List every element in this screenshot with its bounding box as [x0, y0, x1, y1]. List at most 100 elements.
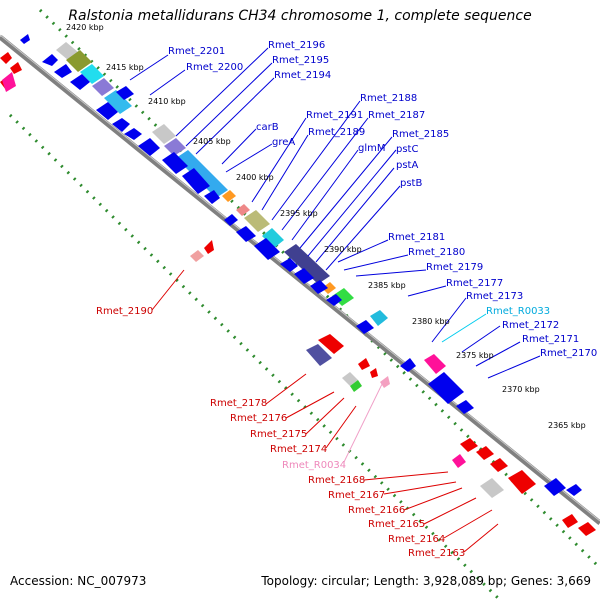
- gene-arrow: [162, 152, 188, 174]
- leader-line: [315, 167, 395, 263]
- gene-label: Rmet_2179: [426, 262, 483, 273]
- leader-line: [325, 405, 357, 449]
- gene-arrow: [112, 118, 130, 132]
- accession-text: Accession: NC_007973: [10, 574, 147, 588]
- gene-arrow: [578, 522, 596, 536]
- leader-line: [431, 297, 467, 343]
- band-khaki: [244, 210, 270, 232]
- gene-arrow: [96, 102, 118, 120]
- gene-arrow: [42, 54, 58, 66]
- gene-label: Rmet_2166: [348, 505, 405, 516]
- rna-leader-line: [343, 379, 385, 463]
- leader-line: [261, 134, 309, 211]
- leader-line: [475, 341, 521, 367]
- leader-line: [403, 487, 463, 511]
- gene-label: greA: [272, 137, 295, 148]
- leader-line: [175, 47, 269, 137]
- gene-arrow: [318, 334, 344, 354]
- forward-strand-genes: [20, 34, 582, 496]
- gene-label: Rmet_2176: [230, 413, 287, 424]
- gene-label: Rmet_2165: [368, 519, 425, 530]
- leader-line: [291, 149, 359, 241]
- gene-label: Rmet_2171: [522, 334, 579, 345]
- band-cyan: [80, 64, 104, 84]
- kbp-tick: 2405 kbp: [193, 137, 231, 146]
- kbp-tick: 2370 kbp: [502, 385, 540, 394]
- band-purple2: [164, 138, 186, 156]
- gene-label: pstA: [396, 160, 418, 171]
- kbp-tick: 2395 kbp: [280, 209, 318, 218]
- band-purple: [92, 78, 114, 96]
- band-green2: [350, 380, 362, 392]
- gene-label: pstB: [400, 178, 422, 189]
- gene-label: Rmet_2180: [408, 247, 465, 258]
- gene-arrow: [562, 514, 578, 528]
- gene-label: Rmet_2200: [186, 62, 243, 73]
- band-gray4: [480, 478, 504, 498]
- gene-arrow: [310, 280, 328, 294]
- gene-arrow: [236, 226, 256, 242]
- band-orange: [222, 190, 236, 202]
- leader-line: [281, 117, 369, 231]
- leader-line: [355, 269, 427, 277]
- outer-dotted-ring: [38, 8, 600, 570]
- leader-line: [225, 143, 273, 173]
- kbp-tick: 2400 kbp: [236, 173, 274, 182]
- leader-line: [461, 325, 501, 353]
- gene-arrow: [182, 168, 210, 194]
- forward-leader-lines: [129, 47, 541, 379]
- leader-line: [185, 62, 273, 147]
- leader-line: [443, 509, 493, 539]
- leader-line: [265, 373, 307, 405]
- gene-arrow: [54, 64, 72, 78]
- gene-arrow: [326, 294, 342, 306]
- gene-arrow: [280, 258, 298, 272]
- gene-label: Rmet_2168: [308, 475, 365, 486]
- gene-arrow: [124, 128, 142, 140]
- leader-line: [407, 285, 447, 297]
- leader-line: [383, 481, 457, 495]
- gene-label: Rmet_2174: [270, 444, 327, 455]
- gene-label: Rmet_2163: [408, 548, 465, 559]
- leader-line: [129, 54, 169, 81]
- kbp-tick: 2385 kbp: [368, 281, 406, 290]
- gene-label: Rmet_2172: [502, 320, 559, 331]
- band-purple3: [306, 344, 332, 366]
- gene-arrow: [544, 478, 566, 496]
- gene-arrow: [400, 358, 416, 372]
- leader-line: [221, 128, 257, 165]
- gene-arrow: [70, 74, 90, 90]
- gene-label: pstC: [396, 144, 418, 155]
- leader-line: [305, 397, 345, 435]
- gene-label: Rmet_2194: [274, 70, 331, 81]
- gene-label: carB: [256, 122, 279, 133]
- gene-label: Rmet_2189: [308, 127, 365, 138]
- small-gene-arrow: [2, 72, 16, 92]
- gene-label: Rmet_2201: [168, 46, 225, 57]
- gene-arrow: [254, 238, 280, 260]
- leader-line: [423, 497, 477, 525]
- gene-label-rna: Rmet_R0033: [486, 306, 550, 317]
- leader-line: [337, 239, 389, 263]
- map-title: Ralstonia metallidurans CH34 chromosome …: [68, 8, 532, 24]
- gene-label: Rmet_2167: [328, 490, 385, 501]
- gene-label: Rmet_2177: [446, 278, 503, 289]
- leader-line: [299, 136, 393, 249]
- gene-label: Rmet_2187: [368, 110, 425, 121]
- gene-arrow: [490, 458, 508, 472]
- gene-arrow: [138, 138, 160, 156]
- leader-line: [463, 523, 499, 553]
- gene-arrow: [204, 240, 214, 254]
- leader-line: [151, 269, 185, 311]
- gene-arrow: [294, 268, 314, 284]
- band-navy: [284, 244, 330, 284]
- band-cyan4: [262, 228, 284, 248]
- gene-label-rna: Rmet_R0034: [282, 460, 346, 471]
- cog-bands: [56, 42, 504, 498]
- gene-label: Rmet_2188: [360, 93, 417, 104]
- rna-gene-arrow: [380, 376, 390, 388]
- leader-line: [363, 471, 449, 481]
- gene-arrow: [476, 446, 494, 460]
- gene-label: Rmet_2181: [388, 232, 445, 243]
